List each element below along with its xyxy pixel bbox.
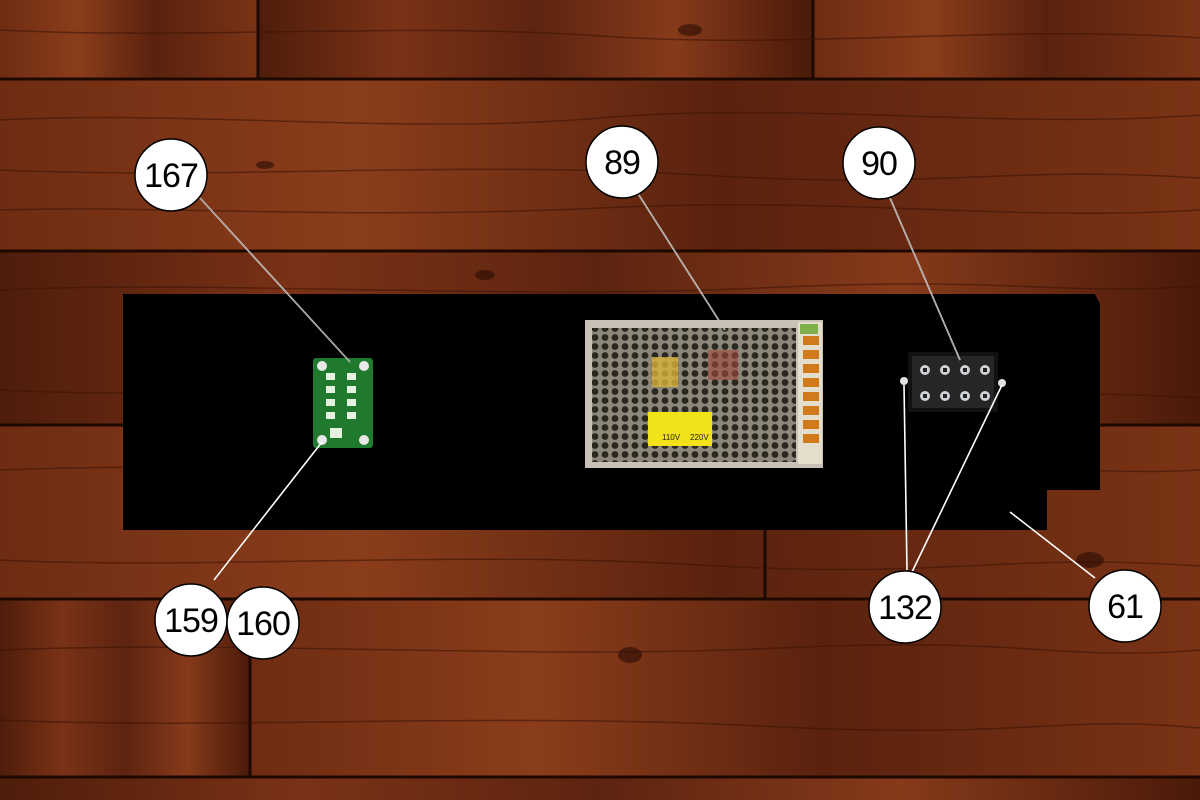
callout-89-label: 89 [604,144,640,182]
callout-160: 160 [226,586,300,660]
callout-61: 61 [1088,569,1162,643]
leader-132-a [903,384,908,571]
power-supply: 110V 220V [585,320,823,468]
callout-160-label: 160 [236,605,290,643]
button-pcb [313,358,373,448]
callout-90-label: 90 [861,145,897,183]
psu-rating-label [648,412,712,446]
callout-132: 132 [868,570,942,644]
psu-label-110: 110V [662,433,681,442]
callout-167-label: 167 [144,157,198,195]
leader-159-160 [213,441,323,581]
callout-167: 167 [134,138,208,212]
psu-label-220: 220V [690,433,709,442]
leader-132-b [911,384,1003,573]
callout-132-label: 132 [878,589,932,627]
callout-90: 90 [842,126,916,200]
callout-159-label: 159 [164,602,218,640]
mounting-screw-left [900,377,908,385]
callout-61-label: 61 [1107,588,1143,626]
terminal-block [900,352,1006,412]
callout-89: 89 [585,125,659,199]
psu-terminal-block [803,336,819,443]
leader-61 [1009,511,1096,579]
mounting-screw-right [998,379,1006,387]
callout-159: 159 [154,583,228,657]
